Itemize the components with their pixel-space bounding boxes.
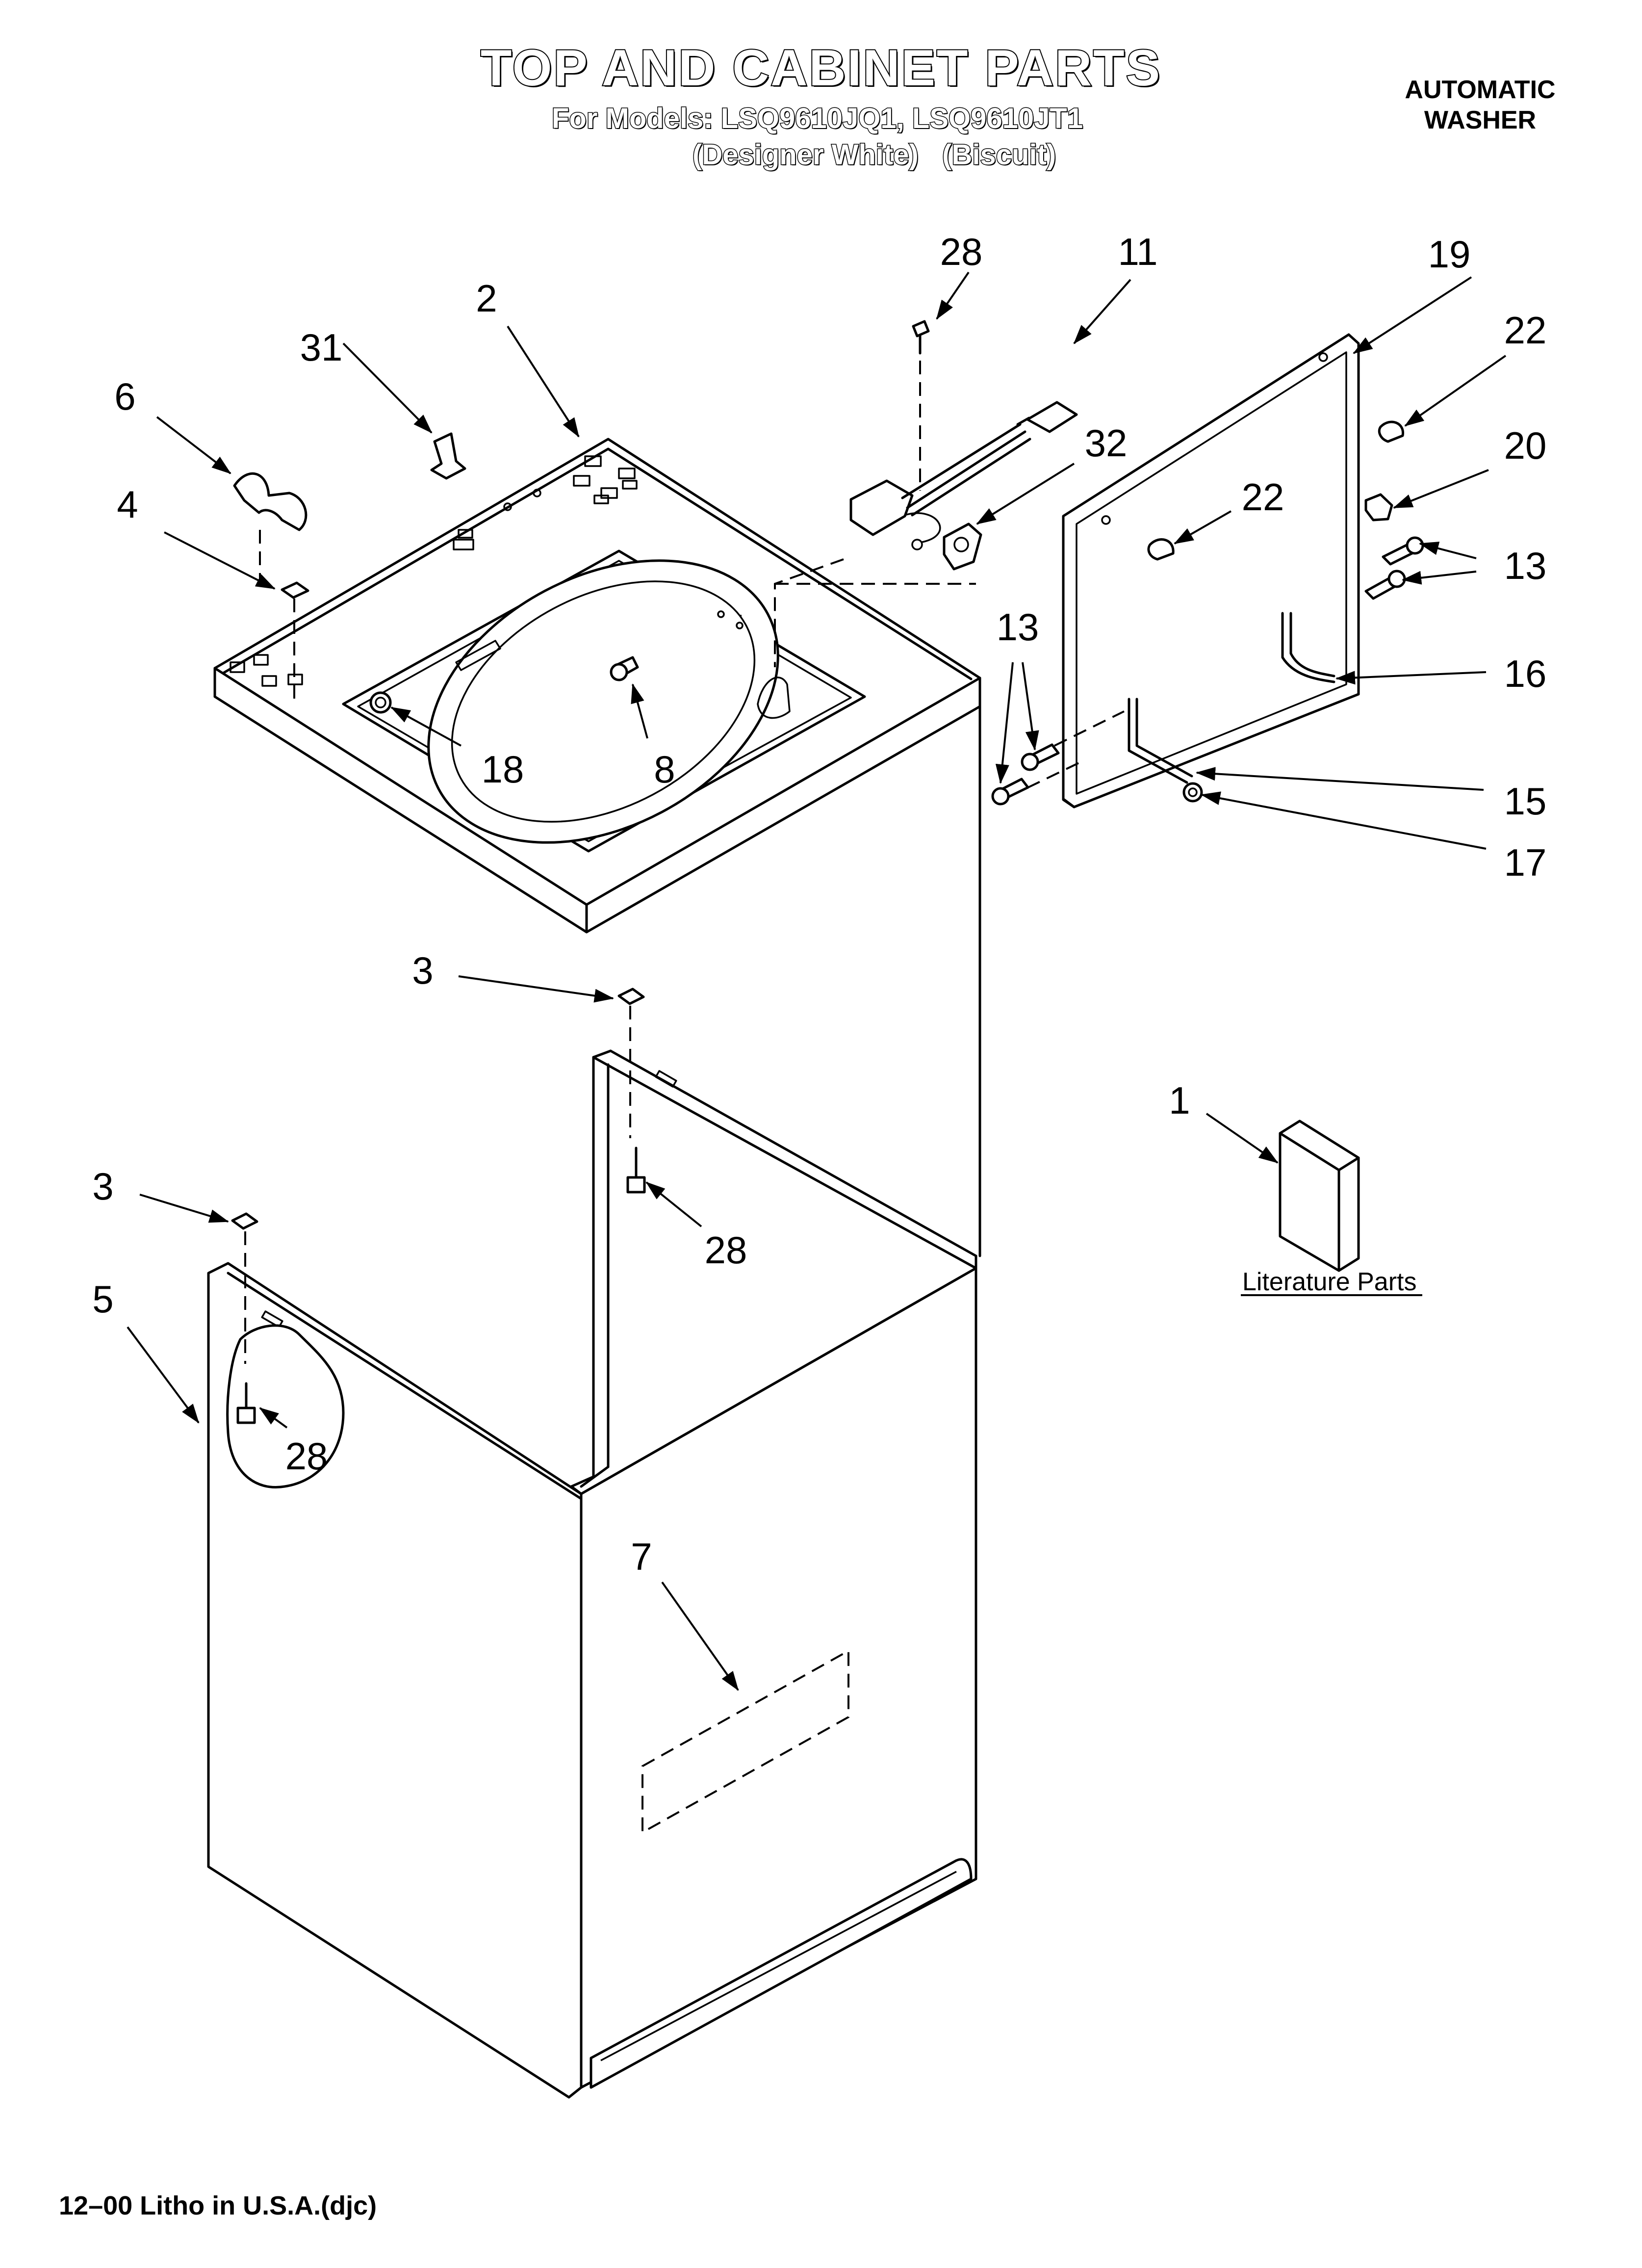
callout-3-lower: 3 [92,1165,113,1208]
callout-17: 17 [1504,841,1547,884]
callout-13-right: 13 [1504,544,1547,587]
product-type-line1: AUTOMATIC [1405,76,1556,104]
screw-part-28-cabinet-upper [626,1147,646,1194]
cabinet-part-5 [207,1049,977,2099]
callout-13-left: 13 [997,605,1039,649]
clip-part-3-lower [231,1212,258,1230]
callout-20: 20 [1504,424,1547,467]
clip-part-6 [233,472,308,531]
colors-line: (Designer White) (Biscuit) [692,138,1056,172]
bracket-part-31 [430,432,466,480]
screws-part-13-right [1364,536,1424,600]
callout-31: 31 [300,326,343,369]
callout-4: 4 [117,483,138,526]
bumper-part-22-left [1147,538,1175,561]
callout-28-cabinet-lower: 28 [285,1434,328,1478]
screw-part-8 [610,656,639,681]
hinge-rod-part-16 [1281,612,1335,683]
literature-parts-book [1279,1120,1360,1272]
leader-lines [127,271,1507,1691]
callout-11: 11 [1118,230,1158,273]
label-part-7 [641,1649,849,1834]
callout-7: 7 [631,1535,652,1578]
actuator-part-32 [943,522,982,571]
callout-19: 19 [1428,233,1471,276]
callout-32: 32 [1085,421,1128,465]
screws-part-13-left [991,743,1060,806]
bumper-part-22-right [1378,420,1404,443]
callout-2: 2 [476,277,497,320]
product-type: AUTOMATIC WASHER [1392,75,1568,135]
lid-frame-part-19 [1062,333,1360,808]
models-line: For Models: LSQ9610JQ1, LSQ9610JT1 [551,102,1083,135]
clip-part-20 [1364,493,1393,521]
callout-5: 5 [92,1277,113,1321]
callout-15: 15 [1504,780,1547,823]
hinge-rod-part-15 [1128,698,1193,784]
hinge-screw-part-18 [369,691,392,714]
callout-1: 1 [1169,1079,1190,1122]
callout-28-cabinet-upper: 28 [705,1228,747,1272]
callout-3-upper: 3 [412,949,433,992]
lid-switch-part-11 [849,401,1078,550]
footer-print-code: 12–00 Litho in U.S.A.(djc) [59,2191,377,2220]
callout-22-left: 22 [1242,475,1284,519]
page-title: TOP AND CABINET PARTS [480,39,1162,98]
callout-18: 18 [482,748,524,791]
callout-6: 6 [114,375,135,418]
callout-16: 16 [1504,652,1547,695]
washer-top-panel [213,438,981,934]
screw-part-28-cabinet-lower [236,1382,256,1424]
clip-part-3-upper [617,988,645,1005]
callout-22-right: 22 [1504,309,1547,352]
nut-part-17 [1182,782,1203,803]
screw-part-28-top [912,320,930,355]
callout-8: 8 [654,748,675,791]
literature-parts-label: Literature Parts [1242,1268,1417,1296]
bracket-part-4 [281,581,309,599]
callout-28-top: 28 [940,230,983,273]
product-type-line2: WASHER [1424,106,1537,134]
